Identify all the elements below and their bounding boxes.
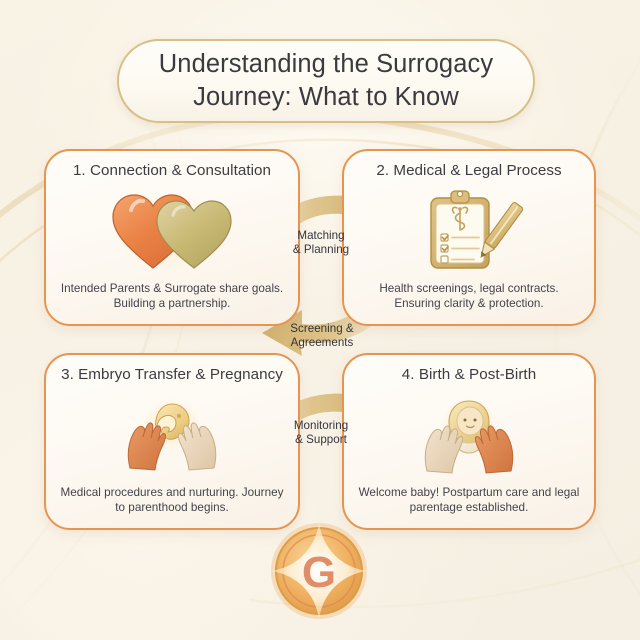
page-title-line-1: Understanding the Surrogacy: [158, 50, 494, 79]
connector-label-line-2: & Planning: [292, 243, 350, 257]
card-description: Medical procedures and nurturing. Journe…: [60, 485, 284, 515]
medical-clipboard-pencil-icon: [357, 182, 581, 279]
card-title: 2. Medical & Legal Process: [376, 162, 562, 179]
card-description: Welcome baby! Postpartum care and legal …: [358, 485, 580, 515]
step-card-connection-consultation[interactable]: 1. Connection & Consultation: [44, 149, 300, 326]
step-card-medical-legal-process[interactable]: 2. Medical & Legal Process: [342, 149, 596, 326]
two-hearts-icon: [59, 182, 285, 279]
page-title-text: Understanding the Surrogacy Journey: Wha…: [145, 48, 507, 113]
card-description: Intended Parents & Surrogate share goals…: [60, 281, 284, 311]
step-card-birth-post-birth[interactable]: 4. Birth & Post-Birth: [342, 353, 596, 530]
card-title: 4. Birth & Post-Birth: [401, 366, 537, 383]
hands-cradling-baby-icon: [357, 386, 581, 483]
hands-cradling-embryo-icon: [59, 386, 285, 483]
page-title: Understanding the Surrogacy Journey: Wha…: [117, 39, 535, 123]
connector-label-screening-agreements: Screening & Agreements: [268, 322, 376, 350]
logo-letter: G: [302, 548, 336, 597]
connector-label-monitoring-support: Monitoring & Support: [272, 419, 370, 447]
connector-label-line-2: Agreements: [290, 336, 354, 350]
card-title: 1. Connection & Consultation: [72, 162, 272, 179]
connector-label-line-2: & Support: [295, 433, 347, 447]
page-title-line-2: Journey: What to Know: [193, 83, 459, 111]
connector-label-line-1: Screening &: [290, 322, 354, 335]
connector-label-matching-planning: Matching & Planning: [272, 229, 370, 257]
card-title: 3. Embryo Transfer & Pregnancy: [61, 366, 283, 383]
compass-star-badge-logo[interactable]: G: [267, 519, 371, 623]
connector-label-line-1: Matching: [297, 229, 345, 242]
step-card-embryo-transfer-pregnancy[interactable]: 3. Embryo Transfer & Pregnancy: [44, 353, 300, 530]
card-description: Health screenings, legal contracts. Ensu…: [379, 281, 559, 311]
connector-label-line-1: Monitoring: [293, 419, 349, 432]
